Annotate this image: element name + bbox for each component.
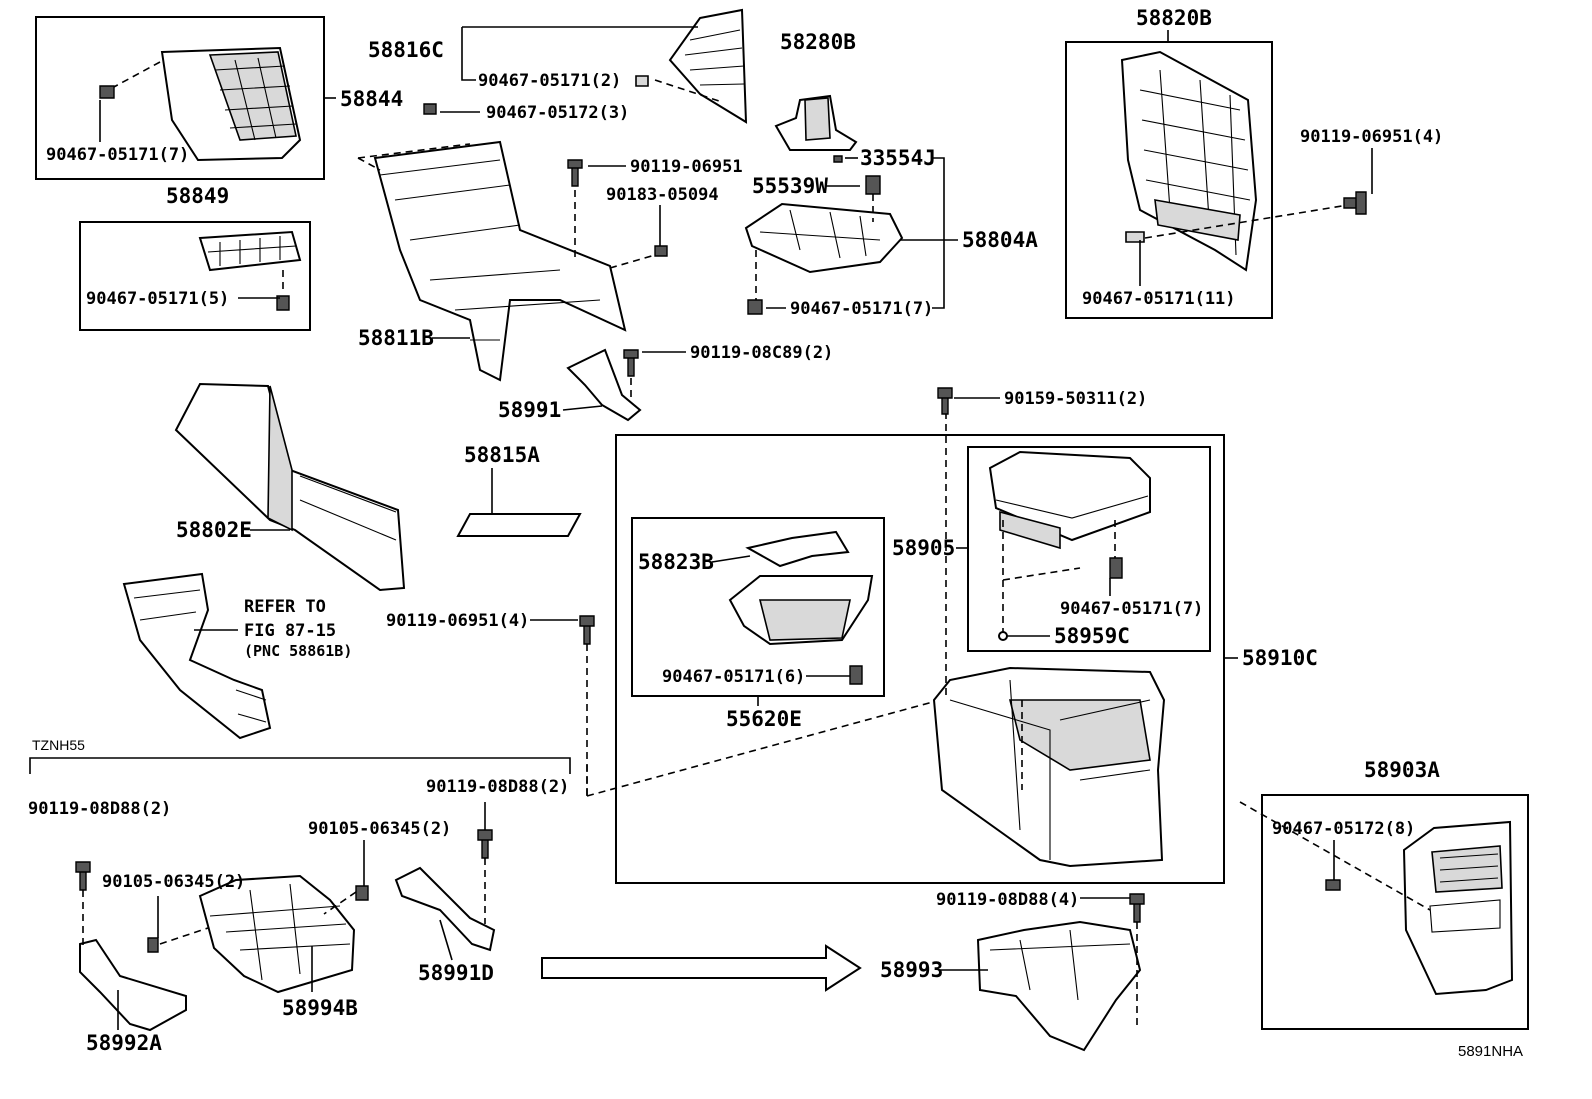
label-90467-05172-8: 90467-05172(8) (1272, 819, 1415, 839)
label-58905: 58905 (892, 536, 955, 560)
label-refer-line2: FIG 87-15 (244, 621, 336, 641)
label-58994B: 58994B (282, 996, 358, 1020)
label-90467-05171-5: 90467-05171(5) (86, 289, 229, 309)
label-90467-05171-7-a: 90467-05171(7) (46, 145, 189, 165)
part-refer-duct (122, 572, 272, 740)
part-58849 (198, 230, 302, 311)
label-90119-06951-4-b: 90119-06951(4) (386, 611, 529, 631)
part-58991D (394, 760, 588, 952)
label-58849: 58849 (166, 184, 229, 208)
label-58910C: 58910C (1242, 646, 1318, 670)
part-58820B (1120, 50, 1367, 272)
label-55620E: 55620E (726, 707, 802, 731)
label-90183-05094: 90183-05094 (606, 185, 719, 205)
label-90467-05172-3: 90467-05172(3) (486, 103, 629, 123)
label-58959C: 58959C (1054, 624, 1130, 648)
label-58991D: 58991D (418, 961, 494, 985)
part-58802E (174, 382, 406, 592)
label-90467-05171-11: 90467-05171(11) (1082, 289, 1236, 309)
part-58993 (976, 893, 1145, 1052)
label-90119-06951-4-a: 90119-06951(4) (1300, 127, 1443, 147)
label-90159-50311-2: 90159-50311(2) (1004, 389, 1147, 409)
part-58992A (75, 861, 187, 1032)
part-58910C-console (932, 412, 1166, 868)
label-58820B: 58820B (1136, 6, 1212, 30)
part-58280B (774, 94, 858, 151)
label-90119-08C89-2: 90119-08C89(2) (690, 343, 833, 363)
box-58905 (967, 446, 1211, 652)
box-58910C (615, 434, 1225, 884)
tznh55-bracket (29, 757, 571, 774)
label-90119-08D88-4: 90119-08D88(4) (936, 890, 1079, 910)
drawing-code: 5891NHA (1458, 1043, 1523, 1060)
label-55539W: 55539W (752, 174, 828, 198)
label-58280B: 58280B (780, 30, 856, 54)
label-33554J: 33554J (860, 146, 936, 170)
part-bolt-90119-06951 (579, 615, 941, 797)
label-90467-05171-2: 90467-05171(2) (478, 71, 621, 91)
label-refer-line1: REFER TO (244, 597, 326, 617)
part-58991 (566, 348, 642, 422)
part-58844-panel (99, 46, 302, 162)
part-58815A (456, 513, 582, 537)
label-58823B: 58823B (638, 550, 714, 574)
label-refer-line3: (PNC 58861B) (244, 642, 352, 660)
direction-arrow (541, 944, 862, 992)
part-58903A (1239, 801, 1514, 996)
label-90467-05171-7-c: 90467-05171(7) (1060, 599, 1203, 619)
label-90119-06951: 90119-06951 (630, 157, 743, 177)
label-90119-08D88-2-a: 90119-08D88(2) (28, 799, 171, 819)
label-90119-08D88-2-b: 90119-08D88(2) (426, 777, 569, 797)
part-58816C (423, 8, 748, 124)
label-tznh55: TZNH55 (32, 737, 85, 753)
label-58804A: 58804A (962, 228, 1038, 252)
label-58903A: 58903A (1364, 758, 1440, 782)
part-58811B (357, 140, 668, 382)
part-58905 (988, 450, 1151, 641)
label-90467-05171-6: 90467-05171(6) (662, 667, 805, 687)
box-58820B (1065, 41, 1273, 319)
box-58903A (1261, 794, 1529, 1030)
part-58994B (147, 874, 369, 994)
box-58849 (79, 221, 311, 331)
label-58993: 58993 (880, 958, 943, 982)
label-58991: 58991 (498, 398, 561, 422)
label-58815A: 58815A (464, 443, 540, 467)
label-58802E: 58802E (176, 518, 252, 542)
bolt-90159-50311 (937, 387, 953, 415)
part-58804A (744, 155, 904, 315)
label-90467-05171-7-b: 90467-05171(7) (790, 299, 933, 319)
label-58844: 58844 (340, 87, 403, 111)
part-58823B (745, 530, 850, 568)
label-58816C: 58816C (368, 38, 444, 62)
label-58811B: 58811B (358, 326, 434, 350)
label-90105-06345-2-a: 90105-06345(2) (308, 819, 451, 839)
label-58992A: 58992A (86, 1031, 162, 1055)
label-90105-06345-2-b: 90105-06345(2) (102, 872, 245, 892)
part-55620E (728, 575, 874, 685)
